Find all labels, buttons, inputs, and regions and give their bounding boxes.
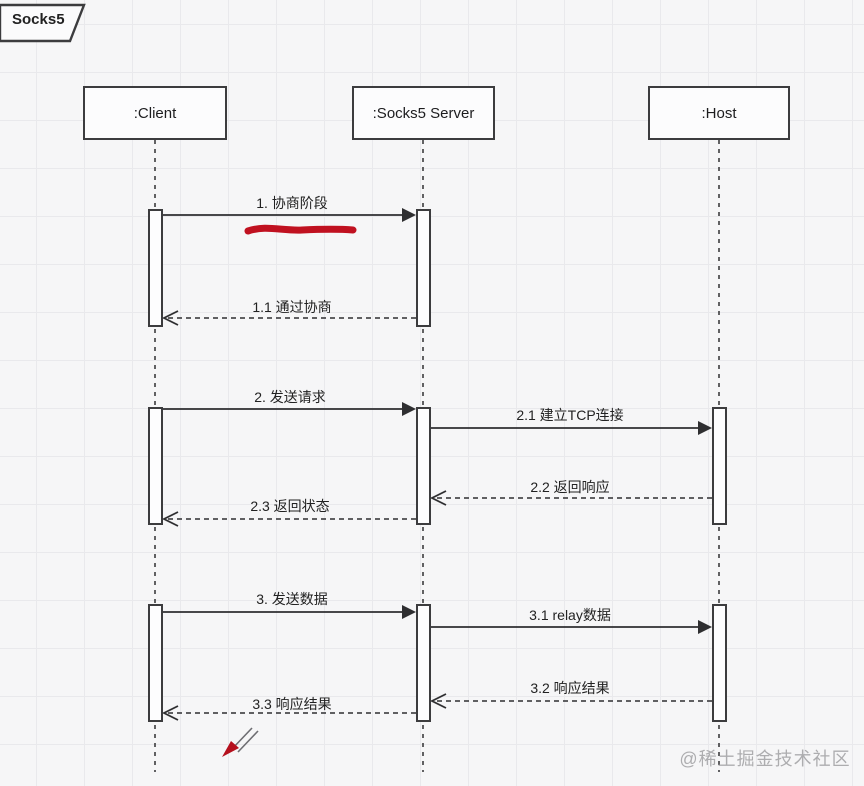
title-tab-shape (0, 3, 86, 43)
message-label-3-3: 3.3 响应结果 (252, 696, 332, 712)
activation-bar-server-2 (416, 407, 431, 525)
message-label-2-2: 2.2 返回响应 (530, 479, 610, 495)
actor-host: :Host (648, 86, 790, 140)
arrow-msg-1 (163, 208, 416, 222)
message-label-1: 1. 协商阶段 (256, 195, 328, 211)
message-label-2-3: 2.3 返回状态 (250, 498, 330, 514)
arrow-msg-3 (163, 605, 416, 619)
activation-bar-client-2 (148, 407, 163, 525)
activation-bar-server-1 (416, 209, 431, 327)
message-label-2: 2. 发送请求 (254, 389, 326, 405)
message-label-1-1: 1.1 通过协商 (252, 299, 332, 315)
activation-bar-host-2 (712, 407, 727, 525)
diagram-title: Socks5 (12, 11, 65, 28)
watermark: @稀土掘金技术社区 (679, 749, 851, 769)
arrow-msg-3-1 (431, 620, 712, 634)
message-label-3: 3. 发送数据 (256, 591, 328, 607)
arrow-msg-2-1 (431, 421, 712, 435)
message-label-3-1: 3.1 relay数据 (529, 607, 611, 623)
message-label-2-1: 2.1 建立TCP连接 (516, 407, 624, 423)
activation-bar-host-3 (712, 604, 727, 722)
arrow-msg-2-3 (161, 511, 416, 527)
red-arrow-doodle (222, 727, 259, 757)
message-label-3-2: 3.2 响应结果 (530, 680, 610, 696)
red-underline-annotation (244, 224, 357, 235)
arrow-msg-2 (163, 402, 416, 416)
arrow-msg-2-2 (429, 490, 712, 506)
arrow-msg-1-1 (161, 310, 416, 326)
activation-bar-server-3 (416, 604, 431, 722)
activation-bar-client-1 (148, 209, 163, 327)
activation-bar-client-3 (148, 604, 163, 722)
actor-client: :Client (83, 86, 227, 140)
arrow-msg-3-2 (429, 693, 712, 709)
arrow-msg-3-3 (161, 705, 416, 721)
actor-server: :Socks5 Server (352, 86, 495, 140)
